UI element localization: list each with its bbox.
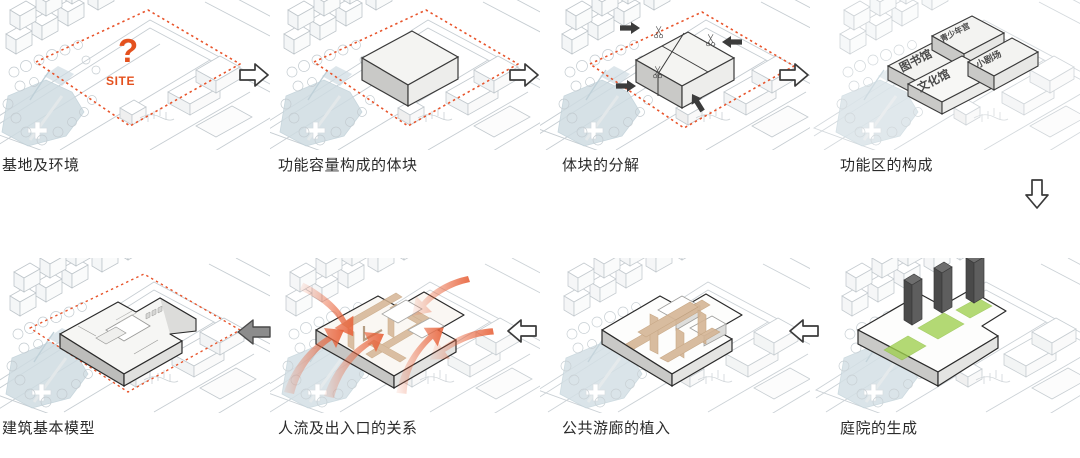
courtyard-1 (883, 335, 927, 361)
step-1-caption: 基地及环境 (2, 157, 80, 174)
flow-arrow-bottom-center (324, 332, 384, 398)
step-3-caption: 体块的分解 (562, 157, 640, 174)
step-4-figure: 图书馆 青少年宫 文化馆 (810, 0, 1080, 150)
site-boundary (35, 9, 241, 127)
flow-arrow-top-right (412, 276, 470, 316)
site-question-marker: ? (118, 32, 138, 69)
diagram-step-4[interactable]: 图书馆 青少年宫 文化馆 (810, 0, 1080, 176)
final-building-model (59, 297, 197, 388)
diagram-step-7[interactable]: 公共游廊的植入 (540, 258, 810, 439)
connector-arrow-7-left (788, 318, 820, 344)
function-volumes: 图书馆 青少年宫 文化馆 (886, 15, 1040, 115)
split-seam-a (661, 45, 709, 73)
explode-arrow-up-left (620, 22, 640, 34)
site-boundary (313, 9, 519, 127)
connector-arrow-6-left (506, 318, 538, 344)
public-gallery-corridors (625, 299, 721, 363)
step-2-caption: 功能容量构成的体块 (278, 157, 418, 174)
flow-arrow-bottom-left (284, 328, 344, 394)
pedestrian-flow-arrows (284, 276, 494, 398)
connector-arrow-3 (778, 62, 810, 88)
step-1-figure: ? SITE (0, 0, 270, 150)
courtyard-3 (955, 297, 993, 319)
split-seam-b (657, 32, 685, 96)
svg-text:?: ? (118, 32, 138, 69)
step-4-caption: 功能区的构成 (840, 157, 934, 174)
diagram-step-8[interactable]: 庭院的生成 (810, 258, 1080, 439)
connector-arrow-1 (238, 62, 270, 88)
flow-arrow-top-left (299, 282, 354, 337)
step-2-figure (270, 0, 540, 150)
explode-arrows (616, 22, 742, 113)
massing-volume (360, 30, 460, 108)
scissors-icon-top (654, 26, 664, 39)
courtyard-2 (917, 312, 965, 340)
flow-arrow-bottom-right (396, 327, 444, 394)
connector-arrow-5-left-filled (236, 318, 272, 346)
scissors-icon-left (653, 66, 663, 79)
step-8-caption: 庭院的生成 (840, 420, 918, 437)
diagram-step-2[interactable]: 功能容量构成的体块 (270, 0, 540, 176)
diagram-step-1[interactable]: ? SITE 基地及环境 (0, 0, 270, 176)
explode-arrow-down (691, 94, 705, 113)
site-boundary (589, 11, 795, 129)
step-5-caption: 建筑基本模型 (2, 420, 96, 437)
step-3-figure (540, 0, 810, 150)
site-label: SITE (106, 74, 135, 88)
explode-arrow-left (616, 80, 636, 92)
courtyard-greens (883, 297, 993, 361)
flow-arrow-right (429, 328, 494, 360)
diagram-step-6[interactable]: 人流及出入口的关系 (270, 258, 540, 439)
diagram-step-5[interactable]: 建筑基本模型 (0, 258, 270, 439)
connector-arrow-2 (508, 62, 540, 88)
step-7-caption: 公共游廊的植入 (562, 420, 671, 437)
explode-arrow-right (722, 36, 742, 48)
tower-3 (965, 258, 985, 304)
diagram-step-3[interactable]: 体块的分解 (540, 0, 810, 176)
step-6-caption: 人流及出入口的关系 (278, 420, 418, 437)
step-6-figure (270, 258, 540, 413)
step-5-figure (0, 258, 270, 413)
scissors-icon-right (706, 34, 716, 47)
tower-2 (933, 261, 953, 314)
tower-1 (903, 273, 923, 326)
connector-arrow-4-down (1024, 178, 1050, 210)
courtyard-towers (903, 258, 985, 326)
step-8-figure (810, 258, 1080, 413)
step-7-figure (540, 258, 810, 413)
